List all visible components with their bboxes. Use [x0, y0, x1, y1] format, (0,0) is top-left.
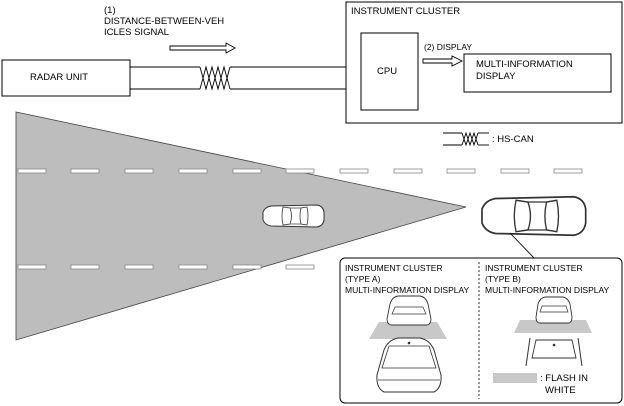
- signal-label-line1: DISTANCE-BETWEEN-VEH: [104, 16, 225, 27]
- display-arrow: [422, 55, 464, 67]
- hs-can-legend-label: : HS-CAN: [492, 134, 534, 145]
- cpu-label: CPU: [377, 66, 398, 77]
- type-b-label-line2: (TYPE B): [485, 274, 521, 284]
- flash-label-line1: : FLASH IN: [540, 373, 589, 384]
- radar-unit-label: RADAR UNIT: [30, 72, 89, 83]
- mid-label-line2: DISPLAY: [476, 71, 516, 82]
- type-b-label-line1: INSTRUMENT CLUSTER: [485, 263, 583, 273]
- lane-marking-upper: [17, 168, 583, 174]
- type-a-label-line3: MULTI-INFORMATION DISPLAY: [345, 285, 470, 295]
- lane-marking-lower: [17, 264, 315, 270]
- callout-leader: [509, 232, 537, 261]
- signal-label-line2: ICLES SIGNAL: [104, 27, 169, 38]
- mid-box: [463, 53, 612, 93]
- mid-label-line1: MULTI-INFORMATION: [476, 59, 573, 70]
- flash-label-line2: WHITE: [545, 385, 576, 396]
- cpu-box: [360, 32, 419, 111]
- vehicle-ahead: [262, 204, 325, 228]
- signal-number: (1): [104, 5, 116, 16]
- hs-can-legend-symbol: [443, 131, 489, 147]
- type-a-label-line1: INSTRUMENT CLUSTER: [345, 263, 443, 273]
- type-b-label-line3: MULTI-INFORMATION DISPLAY: [485, 285, 610, 295]
- instrument-cluster-title: INSTRUMENT CLUSTER: [351, 6, 461, 17]
- type-a-label-line2: (TYPE A): [345, 274, 381, 284]
- flash-legend-swatch: [493, 373, 537, 383]
- own-vehicle: [481, 195, 587, 237]
- type-b-display-illustration: [514, 296, 592, 367]
- hs-can-wire: [130, 65, 346, 91]
- signal-arrow: [169, 42, 236, 54]
- type-a-display-illustration: [369, 295, 447, 393]
- display-arrow-label: (2) DISPLAY: [424, 42, 473, 52]
- radar-unit-box: [1, 59, 131, 97]
